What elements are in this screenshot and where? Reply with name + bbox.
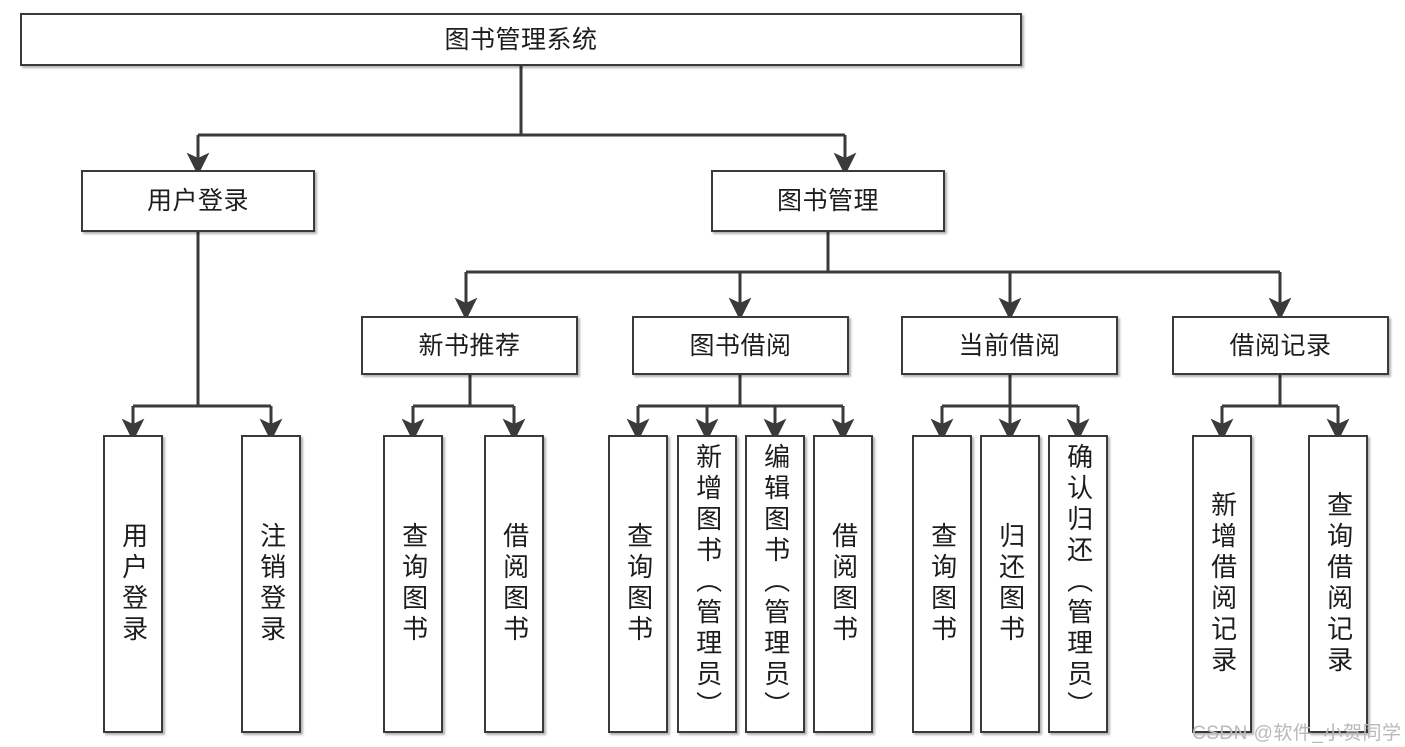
node-leaf-label: 编辑图书（管理员） xyxy=(760,443,791,722)
node-leaf-book-borrow-edit[interactable]: 编辑图书（管理员） xyxy=(745,435,805,733)
node-current-borrow[interactable]: 当前借阅 xyxy=(901,316,1118,375)
node-leaf-label: 归还图书 xyxy=(995,522,1026,646)
node-leaf-label: 新增图书（管理员） xyxy=(692,443,723,722)
node-book-management[interactable]: 图书管理 xyxy=(711,170,945,232)
node-leaf-current-borrow-confirm[interactable]: 确认归还（管理员） xyxy=(1048,435,1108,733)
node-root-system[interactable]: 图书管理系统 xyxy=(20,13,1022,66)
node-borrow-record[interactable]: 借阅记录 xyxy=(1172,316,1389,375)
node-book-borrow-label: 图书借阅 xyxy=(689,331,792,360)
node-leaf-borrow-record-query[interactable]: 查询借阅记录 xyxy=(1308,435,1368,733)
node-leaf-label: 查询图书 xyxy=(927,522,958,646)
node-leaf-label: 查询图书 xyxy=(623,522,654,646)
node-leaf-label: 查询借阅记录 xyxy=(1323,491,1354,677)
node-leaf-user-login-logout[interactable]: 注销登录 xyxy=(241,435,301,733)
node-user-login[interactable]: 用户登录 xyxy=(81,170,315,232)
node-borrow-record-label: 借阅记录 xyxy=(1229,331,1332,360)
node-leaf-new-book-query[interactable]: 查询图书 xyxy=(383,435,443,733)
node-root-system-label: 图书管理系统 xyxy=(444,25,598,54)
node-new-book-recommend-label: 新书推荐 xyxy=(418,331,521,360)
node-leaf-label: 借阅图书 xyxy=(828,522,859,646)
node-leaf-label: 用户登录 xyxy=(118,522,149,646)
node-leaf-book-borrow-query[interactable]: 查询图书 xyxy=(608,435,668,733)
node-leaf-book-borrow-borrow[interactable]: 借阅图书 xyxy=(813,435,873,733)
node-leaf-current-borrow-return[interactable]: 归还图书 xyxy=(980,435,1040,733)
node-leaf-book-borrow-add[interactable]: 新增图书（管理员） xyxy=(677,435,737,733)
node-leaf-user-login-login[interactable]: 用户登录 xyxy=(103,435,163,733)
node-leaf-label: 查询图书 xyxy=(398,522,429,646)
node-leaf-current-borrow-query[interactable]: 查询图书 xyxy=(912,435,972,733)
node-leaf-label: 新增借阅记录 xyxy=(1207,491,1238,677)
node-book-management-label: 图书管理 xyxy=(776,187,879,215)
node-new-book-recommend[interactable]: 新书推荐 xyxy=(361,316,578,375)
node-leaf-new-book-borrow[interactable]: 借阅图书 xyxy=(484,435,544,733)
watermark-credit: CSDN @软件_小贺同学 xyxy=(1192,723,1402,744)
node-book-borrow[interactable]: 图书借阅 xyxy=(632,316,849,375)
node-user-login-label: 用户登录 xyxy=(146,187,249,215)
node-current-borrow-label: 当前借阅 xyxy=(958,331,1061,360)
node-leaf-borrow-record-add[interactable]: 新增借阅记录 xyxy=(1192,435,1252,733)
node-leaf-label: 确认归还（管理员） xyxy=(1063,443,1094,722)
node-leaf-label: 注销登录 xyxy=(256,522,287,646)
node-leaf-label: 借阅图书 xyxy=(499,522,530,646)
